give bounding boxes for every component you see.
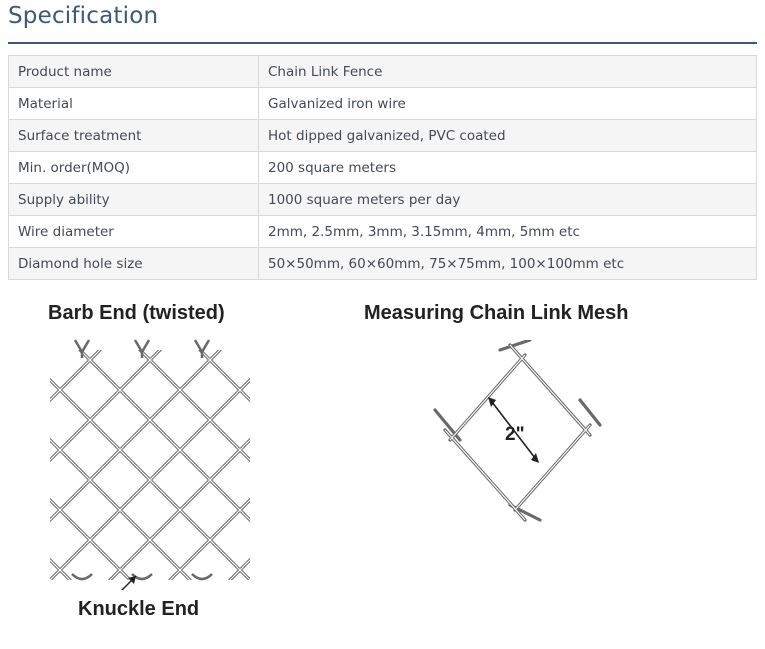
spec-value: Galvanized iron wire xyxy=(258,87,757,120)
chain-link-mesh-illustration xyxy=(50,339,250,590)
spec-label: Material xyxy=(8,87,259,120)
spec-label: Surface treatment xyxy=(8,119,259,152)
spec-value: Chain Link Fence xyxy=(258,55,757,88)
table-row: Surface treatment Hot dipped galvanized,… xyxy=(8,119,757,152)
title-divider xyxy=(8,42,757,44)
dimension-label: 2" xyxy=(505,424,525,445)
table-row: Supply ability 1000 square meters per da… xyxy=(8,183,757,216)
measuring-mesh-title: Measuring Chain Link Mesh xyxy=(364,302,629,324)
spec-label: Supply ability xyxy=(8,183,259,216)
spec-value: 50×50mm, 60×60mm, 75×75mm, 100×100mm etc xyxy=(258,247,757,280)
spec-label: Wire diameter xyxy=(8,215,259,248)
knuckle-end-label: Knuckle End xyxy=(78,598,200,620)
spec-label: Product name xyxy=(8,55,259,88)
spec-value: Hot dipped galvanized, PVC coated xyxy=(258,119,757,152)
table-row: Material Galvanized iron wire xyxy=(8,87,757,120)
barb-end-label: Barb End (twisted) xyxy=(48,302,225,324)
table-row: Wire diameter 2mm, 2.5mm, 3mm, 3.15mm, 4… xyxy=(8,215,757,248)
diamond-measure-illustration xyxy=(433,340,602,522)
table-row: Product name Chain Link Fence xyxy=(8,55,757,88)
spec-label: Min. order(MOQ) xyxy=(8,151,259,184)
section-title: Specification xyxy=(8,3,159,29)
specification-table: Product name Chain Link Fence Material G… xyxy=(8,55,757,280)
spec-value: 2mm, 2.5mm, 3mm, 3.15mm, 4mm, 5mm etc xyxy=(258,215,757,248)
spec-value: 1000 square meters per day xyxy=(258,183,757,216)
table-row: Min. order(MOQ) 200 square meters xyxy=(8,151,757,184)
table-row: Diamond hole size 50×50mm, 60×60mm, 75×7… xyxy=(8,247,757,280)
spec-label: Diamond hole size xyxy=(8,247,259,280)
spec-value: 200 square meters xyxy=(258,151,757,184)
